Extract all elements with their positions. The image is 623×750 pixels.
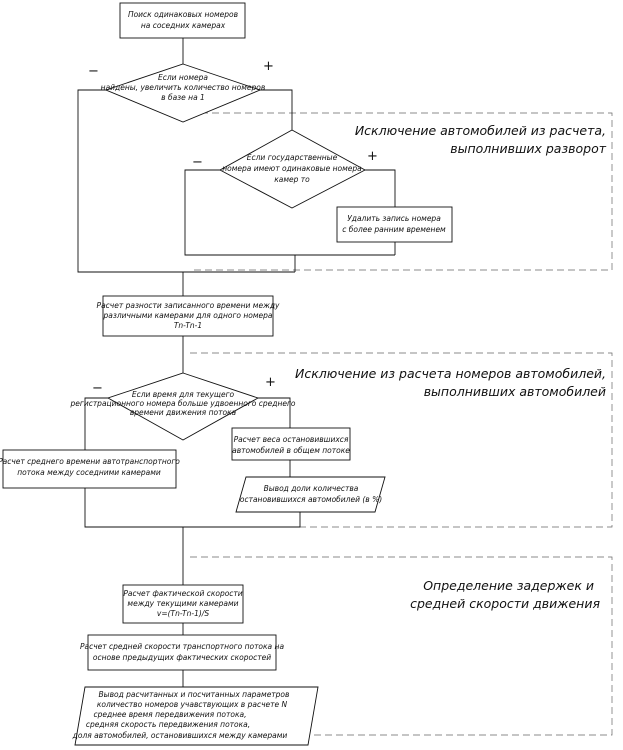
decision1-line-2: найдены, увеличить количество номеров xyxy=(101,83,266,92)
final-output-line-3: среднее время передвижения потока, xyxy=(94,710,247,719)
decision3-no-branch xyxy=(84,397,108,450)
decision1-no-branch xyxy=(77,89,183,273)
start-box-line-2: на соседних камерах xyxy=(141,21,226,30)
weight-line-2: автомобилей в общем потоке xyxy=(232,446,350,455)
decision-same-camera xyxy=(219,129,366,209)
decision1-line-3: в базе на 1 xyxy=(161,93,205,102)
decision3-yes-branch xyxy=(258,397,291,428)
time-diff-line-2: различными камерами для одного номера xyxy=(102,311,272,320)
decision1-plus: + xyxy=(263,59,274,74)
decision2-line-3: камер то xyxy=(274,175,310,184)
actual-speed-box xyxy=(122,584,244,624)
time-difference-box xyxy=(102,295,274,337)
average-speed-box xyxy=(87,634,277,671)
final-output-line-5: доля автомобилей, остановившихся между к… xyxy=(72,731,288,740)
decision3-line-2: регистрационного номера больше удвоенног… xyxy=(70,399,296,408)
time-diff-line-3: Tn-Tn-1 xyxy=(174,321,202,330)
delete-box-line-1: Удалить запись номера xyxy=(347,214,441,223)
decision1-yes-branch xyxy=(260,89,293,130)
share-output-line-1: Вывод доли количества xyxy=(264,484,359,493)
start-box xyxy=(119,2,246,39)
section1-title-line-2: выполнивших разворот xyxy=(450,141,606,156)
final-output-line-2: количество номеров учавствующих в расчет… xyxy=(97,700,288,709)
stopped-share-output xyxy=(235,476,386,513)
share-output-line-2: остановившихся автомобилей (в %) xyxy=(240,495,382,504)
decision2-yes-branch xyxy=(365,169,396,207)
section2-title-line-2: выполнивших автомобилей xyxy=(424,384,606,399)
share-output-down xyxy=(183,512,301,528)
time-diff-line-1: Расчет разности записанного времени межд… xyxy=(97,301,280,310)
decision-time-threshold xyxy=(106,372,260,441)
decision-found-numbers xyxy=(104,63,262,123)
decision3-line-1: Если время для текущего xyxy=(132,390,235,399)
actual-speed-line-2: между текущими камерами xyxy=(127,599,238,608)
decision1-minus: − xyxy=(88,64,99,79)
section1-title-line-1: Исключение автомобилей из расчета, xyxy=(355,123,606,138)
section2-title-line-1: Исключение из расчета номеров автомобиле… xyxy=(295,366,606,381)
actual-speed-line-3: v=(Tn-Tn-1)/S xyxy=(157,609,209,618)
final-output-line-4: средняя скорость передвижения потока, xyxy=(86,720,250,729)
decision2-minus: − xyxy=(192,155,203,170)
decision3-minus: − xyxy=(92,381,103,396)
decision2-line-2: номера имеют одинаковые номера xyxy=(222,164,362,173)
avg-time-down xyxy=(84,488,183,528)
weight-line-1: Расчет веса остановившихся xyxy=(234,435,349,444)
decision2-line-1: Если государственные xyxy=(247,153,338,162)
section3-title-line-2: средней скорости движения xyxy=(410,596,600,611)
start-box-line-1: Поиск одинаковых номеров xyxy=(128,10,238,19)
delete-box-line-2: с более ранним временем xyxy=(342,225,446,234)
section1-frame xyxy=(190,112,613,271)
section3-title-line-1: Определение задержек и xyxy=(423,578,594,593)
final-output xyxy=(74,686,319,746)
decision1-line-1: Если номера xyxy=(158,73,208,82)
final-output-line-1: Вывод расчитанных и посчитанных параметр… xyxy=(99,690,290,699)
decision2-plus: + xyxy=(367,149,378,164)
delete-record-box xyxy=(336,206,453,243)
average-time-box xyxy=(2,449,177,489)
avg-time-line-1: Расчет среднего времени автотранспортног… xyxy=(0,457,180,466)
section3-frame xyxy=(190,556,613,736)
decision2-no-branch xyxy=(184,169,395,256)
avg-speed-line-2: основе предыдущих фактических скоростей xyxy=(93,653,271,662)
decision3-plus: + xyxy=(265,375,276,390)
avg-speed-line-1: Расчет средней скорости транспортного по… xyxy=(80,642,284,651)
actual-speed-line-1: Расчет фактической скорости xyxy=(123,589,242,598)
decision3-line-3: времени движения потока xyxy=(130,408,237,417)
stopped-weight-box xyxy=(231,427,351,461)
section2-frame xyxy=(190,352,613,528)
avg-time-line-2: потока между соседними камерами xyxy=(17,468,161,477)
